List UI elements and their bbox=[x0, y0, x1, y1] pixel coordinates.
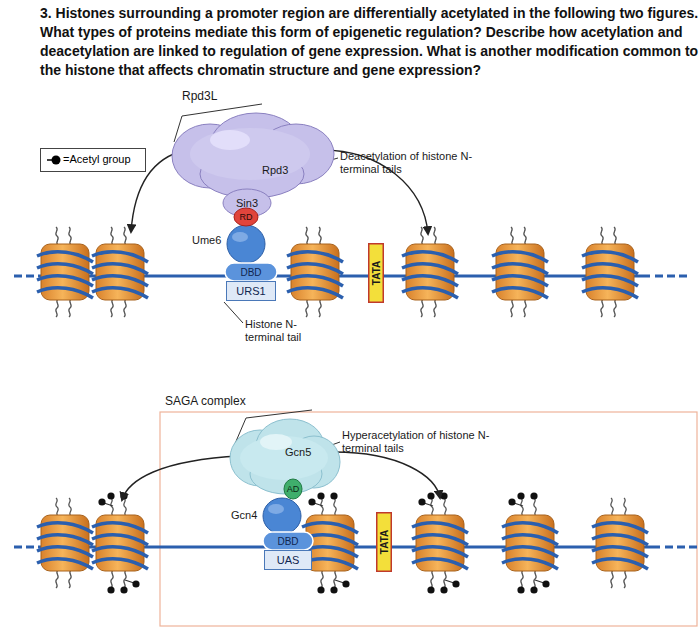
repressor-protein: Ume6 bbox=[226, 224, 266, 264]
annotation-label: Hyperacetylation of histone N-terminal t… bbox=[342, 429, 504, 455]
nucleosome bbox=[502, 498, 558, 588]
panel-frame bbox=[160, 412, 697, 626]
dna-linker bbox=[14, 276, 697, 547]
node-label: TATA bbox=[378, 530, 391, 554]
node-label: SAGA complex bbox=[165, 395, 246, 408]
activation-domain: AD bbox=[283, 478, 303, 500]
action-arrow bbox=[122, 456, 240, 500]
nucleosome bbox=[37, 227, 93, 317]
nucleosome bbox=[582, 227, 638, 317]
tata-box: TATA bbox=[368, 243, 384, 303]
node-label: Rpd3 bbox=[262, 164, 288, 177]
tata-box: TATA bbox=[376, 512, 392, 572]
node-label: Rpd3L bbox=[182, 90, 217, 103]
question-text: 3. Histones surrounding a promoter regio… bbox=[40, 4, 700, 80]
node-label: UAS bbox=[264, 554, 312, 567]
node-label: DBD bbox=[224, 266, 278, 279]
node-label: AD bbox=[283, 483, 303, 496]
node-label: URS1 bbox=[226, 285, 276, 298]
shape-outline bbox=[262, 497, 302, 535]
acetyl-groups bbox=[308, 492, 349, 593]
acetyl-groups bbox=[418, 492, 459, 593]
nucleosome-row bbox=[37, 227, 638, 317]
repression-domain: RD bbox=[233, 207, 259, 227]
activator-protein: Gcn4 bbox=[262, 497, 302, 535]
annotation-label: Deacetylation of histone N-terminal tail… bbox=[340, 150, 480, 176]
node-label: Gcn5 bbox=[285, 446, 311, 459]
action-arrow bbox=[322, 150, 428, 234]
protein-complex: Rpd3LRpd3 bbox=[170, 110, 335, 200]
acetyl-groups bbox=[98, 492, 139, 593]
node-label: RD bbox=[233, 211, 259, 224]
leader-line bbox=[224, 302, 243, 323]
acetylated-nucleosome-row bbox=[37, 492, 648, 593]
regulatory-site: URS1 bbox=[226, 281, 276, 301]
action-arrow bbox=[334, 452, 440, 498]
node-label: TATA bbox=[370, 261, 383, 285]
acetyl-groups bbox=[508, 492, 549, 593]
nucleosome bbox=[92, 227, 148, 317]
shape-outline bbox=[228, 418, 340, 496]
nucleosome bbox=[287, 227, 343, 317]
nucleosome bbox=[402, 227, 458, 317]
node-label: DBD bbox=[262, 535, 314, 548]
nucleosome bbox=[412, 498, 468, 588]
shape-outline bbox=[226, 224, 266, 264]
dna-binding-domain: DBD bbox=[262, 531, 314, 551]
protein-complex: SAGA complexGcn5 bbox=[228, 418, 340, 496]
nucleosome bbox=[92, 498, 148, 588]
legend-box: =Acetyl group bbox=[40, 148, 146, 172]
nucleosome bbox=[492, 227, 548, 317]
shape-outline bbox=[170, 110, 335, 200]
node-label: Ume6 bbox=[192, 234, 221, 247]
nucleosome bbox=[37, 498, 93, 588]
nucleosome bbox=[592, 498, 648, 588]
node-label: Gcn4 bbox=[231, 509, 257, 522]
dna-binding-domain: DBD bbox=[224, 262, 278, 282]
regulatory-site: UAS bbox=[264, 550, 312, 570]
annotation-label: Histone N-terminal tail bbox=[245, 318, 309, 344]
legend-swatch bbox=[44, 153, 64, 167]
legend-text: =Acetyl group bbox=[63, 153, 131, 166]
